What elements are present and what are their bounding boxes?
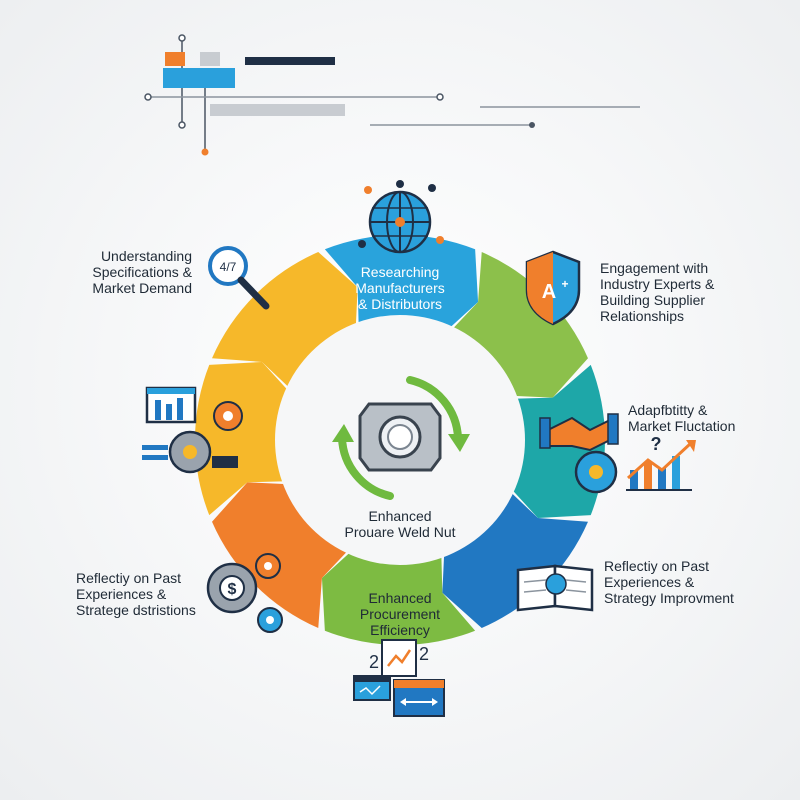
- label-engagement: Engagement with Industry Experts & Build…: [600, 260, 780, 324]
- label-line: Manufacturers: [355, 280, 445, 296]
- label-adaptability: Adapfbtitty & Market Fluctation: [628, 402, 778, 434]
- label-line: Efficiency: [370, 622, 430, 638]
- label-line: Engagement with: [600, 260, 709, 276]
- factory-gears-icon: [142, 386, 243, 474]
- label-line: Building Supplier: [600, 292, 706, 308]
- label-line: Understanding: [100, 248, 192, 264]
- label-line: Prouare Weld Nut: [344, 524, 456, 540]
- handshake-gear-chart-icon: ?: [539, 413, 696, 494]
- label-line: & Distributors: [357, 296, 443, 312]
- svg-text:2: 2: [419, 644, 429, 664]
- arrow-head-icon: [448, 434, 470, 452]
- label-reflection-right: Reflectiy on Past Experiences & Strategy…: [604, 558, 784, 606]
- hex-nut-icon: [358, 402, 442, 472]
- dashboard-cards-icon: 2 2: [353, 639, 445, 717]
- label-understanding: Understanding Specifications & Market De…: [40, 248, 192, 296]
- segment-process: [195, 361, 296, 516]
- label-line: Market Demand: [92, 280, 192, 296]
- label-line: Industry Experts &: [600, 276, 715, 292]
- circular-arrows-icon: [338, 376, 462, 500]
- label-line: Enhanced: [368, 508, 432, 524]
- open-book-brain-icon: [516, 564, 594, 612]
- svg-text:A: A: [542, 281, 556, 303]
- label-enhanced-procurement: Enhanced Procurement Efficiency: [336, 590, 464, 638]
- label-line: Reflectiy on Past: [604, 558, 710, 574]
- magnifier-icon: 4/7: [208, 246, 270, 310]
- label-line: Researching: [360, 264, 440, 280]
- segment-enhanced-procurement: [321, 544, 476, 645]
- svg-text:$: $: [228, 581, 237, 598]
- svg-text:2: 2: [369, 652, 379, 672]
- svg-text:?: ?: [651, 434, 662, 454]
- label-line: Experiences &: [76, 586, 167, 602]
- label-line: Experiences &: [604, 574, 695, 590]
- label-line: Specifications &: [92, 264, 192, 280]
- center-label: Enhanced Prouare Weld Nut: [318, 508, 482, 540]
- label-line: Procurement: [359, 606, 441, 622]
- svg-text:+: +: [561, 277, 568, 291]
- a-plus-shield-icon: A +: [525, 250, 581, 326]
- label-line: Reflectiy on Past: [76, 570, 182, 586]
- label-line: Stratege dstristions: [76, 602, 196, 618]
- label-line: Enhanced: [368, 590, 432, 606]
- label-line: Market Fluctation: [628, 418, 736, 434]
- label-line: Adapfbtitty &: [628, 402, 708, 418]
- label-line: Relationships: [600, 308, 685, 324]
- label-line: Strategy Improvment: [604, 590, 734, 606]
- dollar-gears-icon: $: [206, 553, 283, 633]
- segment-researching: [324, 235, 479, 336]
- label-researching: Researching Manufacturers & Distributors: [327, 264, 473, 312]
- svg-text:4/7: 4/7: [220, 260, 237, 274]
- arrow-head-icon: [332, 424, 354, 442]
- globe-network-icon: [358, 180, 444, 254]
- label-reflection-left: Reflectiy on Past Experiences & Stratege…: [76, 570, 236, 618]
- top-decoration: [144, 34, 640, 156]
